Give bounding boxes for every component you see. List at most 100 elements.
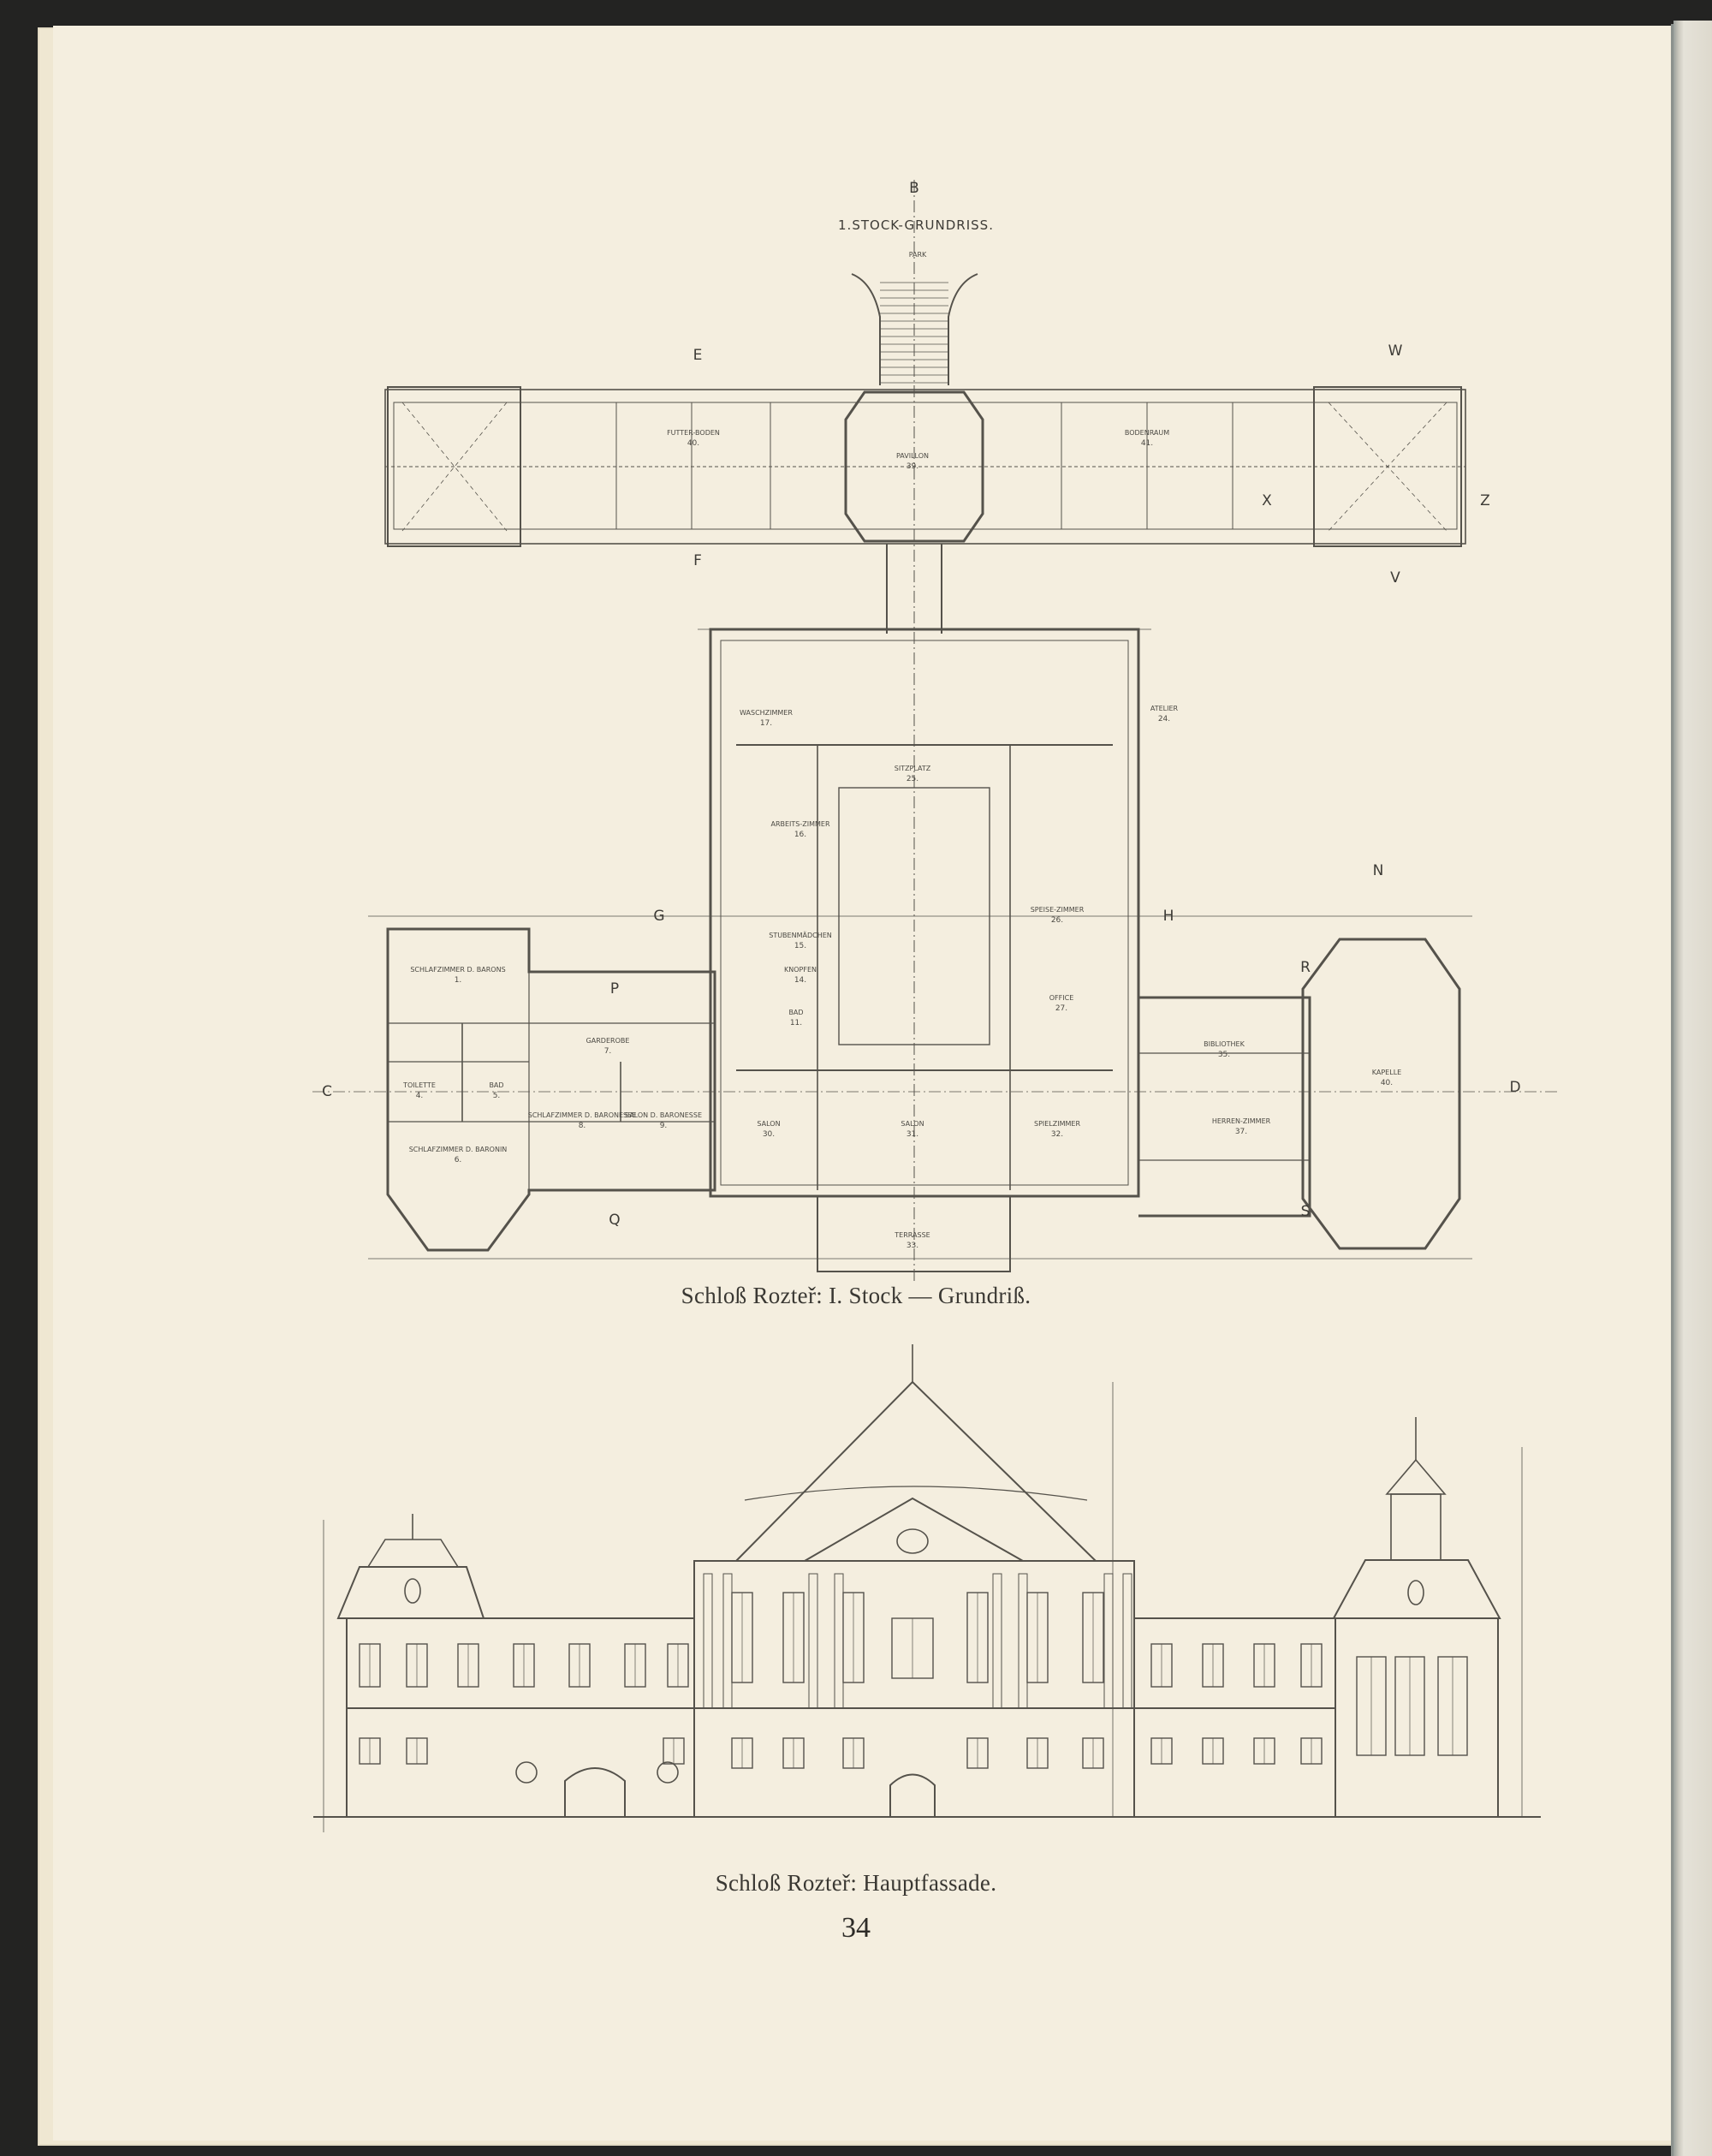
svg-text:BODENRAUM: BODENRAUM (1125, 429, 1169, 437)
left-tower-plan (387, 386, 521, 547)
svg-text:KAPELLE: KAPELLE (1372, 1069, 1401, 1076)
cupola (1390, 1493, 1442, 1561)
right-tower-plan (1313, 386, 1462, 547)
adjacent-page-edge (1673, 21, 1712, 2156)
pilaster (1122, 1573, 1132, 1709)
svg-text:11.: 11. (790, 1019, 802, 1027)
right-tower-elevation (1335, 1617, 1499, 1818)
svg-text:OFFICE: OFFICE (1049, 994, 1074, 1002)
section-mark: B (909, 180, 919, 197)
section-mark: F (693, 552, 702, 569)
section-mark: P (610, 980, 619, 998)
left-wing-plan (386, 927, 716, 1252)
svg-text:16.: 16. (794, 831, 806, 839)
svg-text:SPIELZIMMER: SPIELZIMMER (1034, 1120, 1080, 1128)
svg-text:GARDEROBE: GARDEROBE (586, 1037, 630, 1045)
pilaster (1018, 1573, 1028, 1709)
book-page (53, 26, 1673, 2141)
room-label: SALON 30. (757, 1120, 780, 1139)
svg-text:SALON: SALON (757, 1120, 780, 1128)
room-label: SCHLAFZIMMER D. BARONS 1. (410, 966, 505, 985)
section-mark: N (1373, 862, 1384, 879)
room-label: SCHLAFZIMMER D. BARONIN 6. (409, 1146, 508, 1164)
section-mark: R (1300, 959, 1311, 976)
pilaster (1103, 1573, 1114, 1709)
svg-text:KNOPFEN: KNOPFEN (784, 966, 817, 974)
svg-text:PAVILLON: PAVILLON (896, 452, 929, 460)
room-label: BAD 11. (788, 1009, 803, 1027)
right-wing-plan (1138, 996, 1311, 1218)
svg-text:8.: 8. (579, 1122, 586, 1130)
central-roof (735, 1380, 1097, 1562)
svg-text:6.: 6. (455, 1156, 462, 1164)
svg-text:SALON: SALON (901, 1120, 924, 1128)
floor-plan-caption: Schloß Rozteř: I. Stock — Grundriß. (681, 1283, 1031, 1308)
svg-text:TOILETTE: TOILETTE (402, 1081, 436, 1089)
room-label: KAPELLE 40. (1372, 1069, 1401, 1087)
section-mark: X (1262, 492, 1272, 509)
section-mark: D (1509, 1079, 1520, 1096)
svg-text:15.: 15. (794, 942, 806, 950)
svg-text:26.: 26. (1051, 916, 1063, 925)
page-gutter (1671, 24, 1674, 2156)
svg-text:9.: 9. (660, 1122, 668, 1130)
left-wing-elevation (346, 1617, 695, 1818)
svg-text:ARBEITS-ZIMMER: ARBEITS-ZIMMER (770, 820, 829, 828)
svg-text:4.: 4. (416, 1092, 424, 1100)
main-facade-elevation (313, 1344, 1541, 1832)
chapel-plan (1301, 938, 1461, 1250)
left-tower-roof (336, 1566, 485, 1619)
svg-text:SPEISE-ZIMMER: SPEISE-ZIMMER (1031, 906, 1085, 914)
svg-text:ATELIER: ATELIER (1150, 705, 1179, 712)
main-door (889, 1773, 936, 1817)
plan-title: 1.STOCK-GRUNDRISS. (838, 217, 994, 233)
room-label: OFFICE 27. (1049, 994, 1074, 1013)
svg-text:5.: 5. (493, 1092, 501, 1100)
svg-text:32.: 32. (1051, 1130, 1063, 1139)
svg-text:SCHLAFZIMMER D. BARONS: SCHLAFZIMMER D. BARONS (410, 966, 505, 974)
pilaster (722, 1573, 733, 1709)
svg-text:BAD: BAD (788, 1009, 803, 1016)
svg-text:30.: 30. (763, 1130, 775, 1139)
section-mark: H (1163, 908, 1174, 925)
svg-text:1.: 1. (455, 976, 462, 985)
side-door (564, 1767, 626, 1817)
svg-text:17.: 17. (760, 719, 772, 728)
room-label: STUBENMÄDCHEN 15. (769, 931, 832, 950)
park-stairs (880, 282, 948, 384)
pilaster (808, 1573, 818, 1709)
section-mark: Z (1480, 492, 1490, 509)
room-label: TOILETTE 4. (402, 1081, 436, 1100)
svg-text:40.: 40. (1381, 1079, 1393, 1087)
page-number: 34 (841, 1912, 871, 1944)
svg-text:7.: 7. (604, 1047, 612, 1056)
pilaster (703, 1573, 713, 1709)
pilaster (834, 1573, 844, 1709)
svg-text:24.: 24. (1158, 715, 1170, 724)
svg-text:27.: 27. (1055, 1004, 1067, 1013)
svg-text:41.: 41. (1141, 439, 1153, 448)
room-label: SPEISE-ZIMMER 26. (1031, 906, 1085, 925)
room-label: FUTTER-BODEN 40. (667, 429, 720, 448)
svg-text:40.: 40. (687, 439, 699, 448)
section-mark: W (1388, 342, 1403, 360)
svg-text:TERRASSE: TERRASSE (894, 1231, 930, 1239)
room-label: SPIELZIMMER 32. (1034, 1120, 1080, 1139)
svg-text:SCHLAFZIMMER D. BARONIN: SCHLAFZIMMER D. BARONIN (409, 1146, 508, 1153)
room-label: SALON 31. (901, 1120, 924, 1139)
svg-text:31.: 31. (907, 1130, 918, 1139)
svg-text:FUTTER-BODEN: FUTTER-BODEN (667, 429, 720, 437)
central-pavilion (693, 1560, 1135, 1818)
svg-text:STUBENMÄDCHEN: STUBENMÄDCHEN (769, 931, 832, 939)
pilaster (992, 1573, 1002, 1709)
right-wing-elevation (1133, 1617, 1336, 1818)
